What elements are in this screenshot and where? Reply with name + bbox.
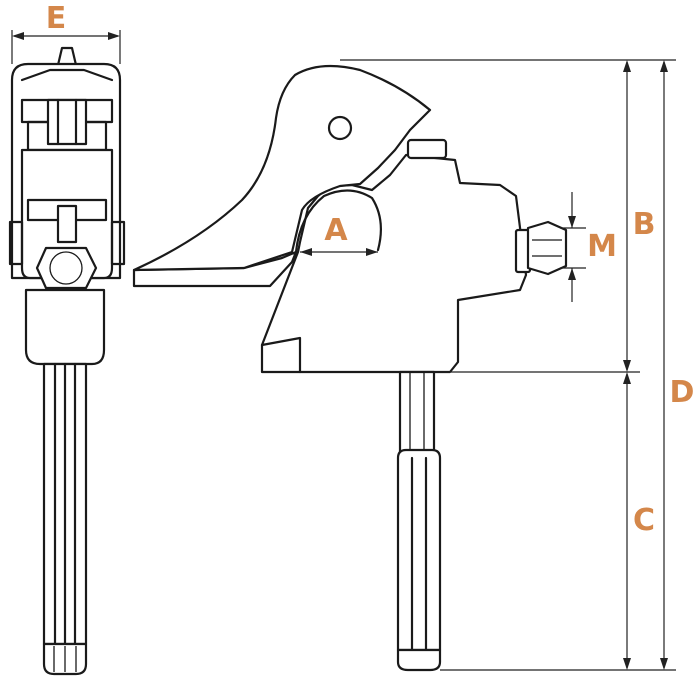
label-c: C	[633, 503, 655, 538]
front-view	[8, 46, 126, 676]
label-m: M	[587, 229, 617, 264]
label-e: E	[46, 1, 67, 36]
dimension-bcd	[340, 59, 676, 671]
dimension-a	[300, 248, 378, 256]
dimension-e	[11, 30, 121, 64]
label-d: D	[670, 375, 695, 410]
label-b: B	[633, 207, 656, 242]
label-a: A	[324, 213, 348, 248]
side-view	[132, 64, 568, 672]
dimension-m	[560, 192, 586, 302]
